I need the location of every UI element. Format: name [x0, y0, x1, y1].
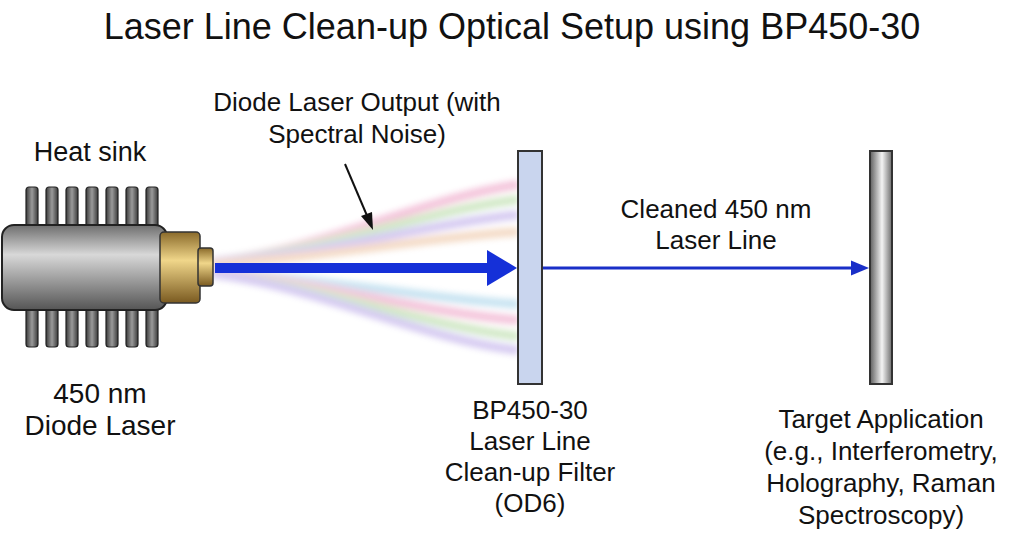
callout-text: Diode Laser Output (with Spectral Noise)	[212, 86, 502, 150]
callout-leader	[345, 164, 373, 230]
node-text: Target Application (e.g., Interferometry…	[750, 403, 1012, 531]
node-text: BP450-30 Laser Line Clean-up Filter (OD6…	[440, 395, 620, 519]
edge-label: Cleaned 450 nm Laser Line	[596, 194, 836, 256]
diode-laser-body	[0, 185, 215, 350]
raw-beam-arrow	[215, 250, 517, 286]
node-text: 450 nm Diode Laser	[20, 378, 180, 442]
heat-sink-label: Heat sink	[20, 136, 160, 168]
filter-plate	[517, 150, 543, 385]
target-plate	[869, 150, 893, 385]
diagram-title: Laser Line Clean-up Optical Setup using …	[12, 6, 1012, 48]
diode-laser: 450 nm Diode Laser	[0, 185, 220, 442]
clean-beam-arrow	[543, 261, 869, 276]
cleanup-filter: BP450-30 Laser Line Clean-up Filter (OD6…	[440, 150, 620, 519]
